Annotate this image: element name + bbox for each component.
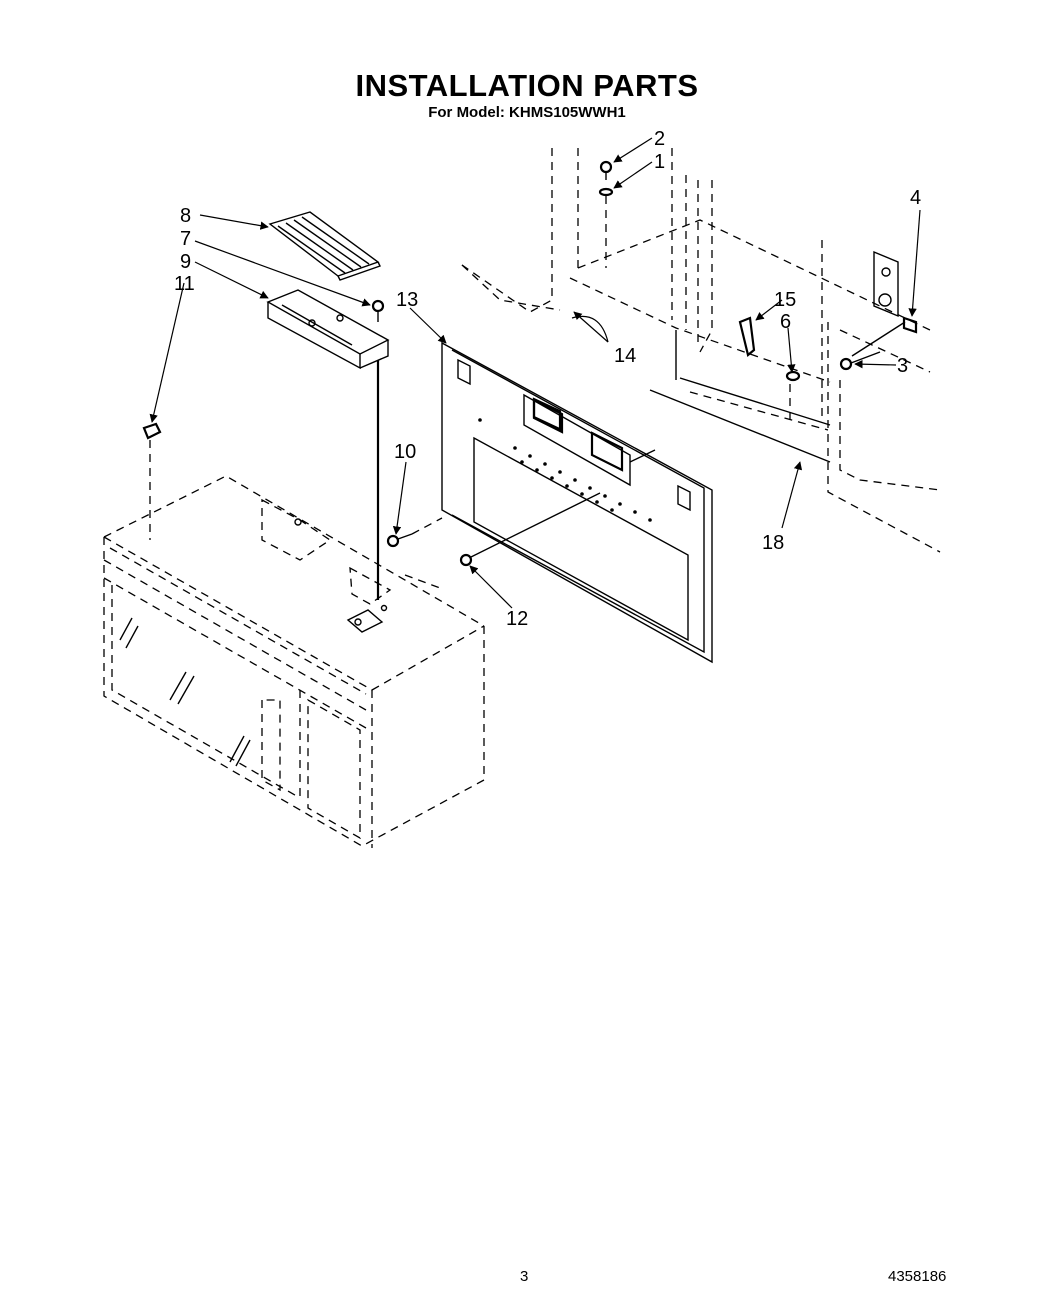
callout-1: 1	[654, 151, 665, 173]
page-number: 3	[520, 1268, 529, 1285]
part-6-nut	[785, 370, 801, 425]
model-subtitle: For Model: KHMS105WWH1	[428, 104, 626, 121]
callout-12: 12	[506, 608, 528, 630]
part-2-screw	[599, 160, 613, 180]
callout-14: 14	[614, 345, 636, 367]
part-4-clip	[902, 316, 918, 334]
part-15-clip	[738, 316, 756, 357]
callout-3: 3	[897, 355, 908, 377]
callout-4: 4	[910, 187, 921, 209]
callout-18: 18	[762, 532, 784, 554]
part-11-nut	[142, 422, 162, 540]
wall-outlet-plate	[873, 250, 899, 318]
callout-9: 9	[180, 251, 191, 273]
part-13-mounting-plate	[441, 341, 713, 664]
callout-15: 15	[774, 289, 796, 311]
callout-10: 10	[394, 441, 416, 463]
part-9-damper	[266, 289, 390, 370]
part-8-grille	[268, 211, 381, 281]
part-3-screw	[839, 321, 906, 371]
callout-7: 7	[180, 228, 191, 250]
page-title: INSTALLATION PARTS	[355, 68, 699, 103]
document-number: 4358186	[888, 1268, 947, 1285]
microwave-oven-outline	[103, 475, 485, 848]
callout-8: 8	[180, 205, 191, 227]
part-12-screw	[459, 492, 601, 567]
callout-11: 11	[174, 273, 195, 295]
leader-lines	[149, 137, 921, 609]
part-1-washer	[598, 187, 614, 268]
callout-6: 6	[780, 311, 791, 333]
callout-13: 13	[396, 289, 418, 311]
wall-cabinet-outline	[461, 148, 941, 553]
part-7-screw	[371, 299, 385, 600]
callout-2: 2	[654, 128, 665, 150]
part-10-screw	[386, 517, 443, 548]
